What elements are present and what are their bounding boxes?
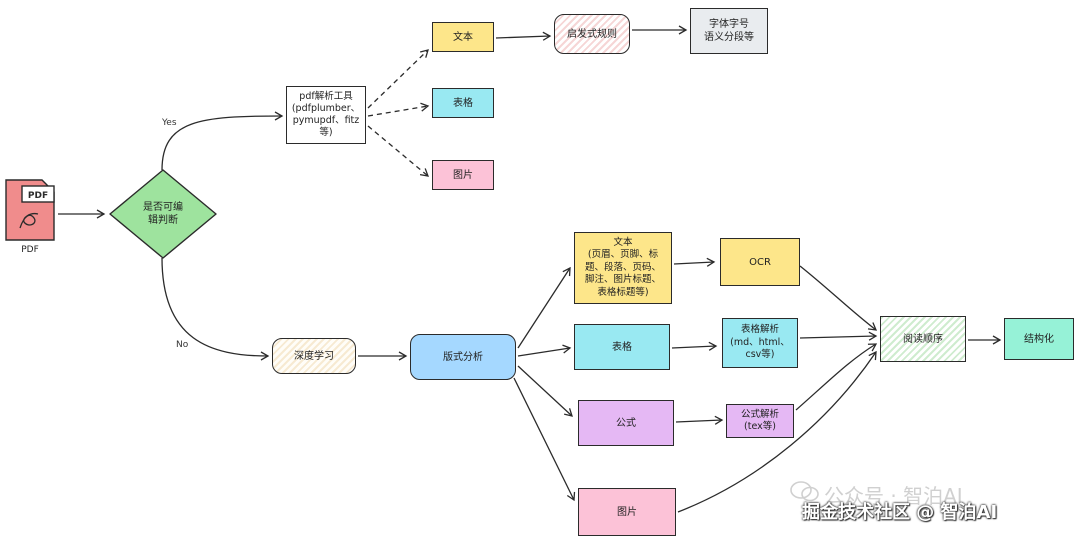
- yes-label: Yes: [162, 118, 177, 128]
- ocr-node: OCR: [720, 238, 800, 286]
- upper-image-node: 图片: [432, 160, 494, 190]
- pdf-parser-node: pdf解析工具 (pdfplumber、 pymupdf、fitz 等): [286, 86, 366, 144]
- edge-layout-formula: [517, 365, 573, 417]
- edge-parser-table: [367, 102, 430, 117]
- lower-table-node: 表格: [574, 324, 670, 370]
- edge-decision-deeplearning: [161, 257, 270, 361]
- table-parse-node: 表格解析 (md、html、 csv等): [722, 318, 798, 368]
- edge-image-reading: [677, 350, 877, 513]
- watermark-text: 公众号 · 智泊AI: [824, 484, 963, 508]
- upper-text-node: 文本: [432, 22, 494, 52]
- edge-table-tableparse: [671, 341, 718, 351]
- edge-text-ocr: [673, 257, 716, 267]
- lower-text-node: 文本 (页眉、页脚、标 题、段落、页码、 脚注、图片标题、 表格标题等): [574, 232, 672, 304]
- pdf-caption: PDF: [21, 245, 39, 255]
- no-label: No: [176, 340, 189, 350]
- edge-tableparse-reading: [799, 331, 878, 341]
- edge-layout-table: [517, 344, 572, 357]
- edge-decision-parser: [161, 111, 284, 171]
- edge-layout-image: [513, 377, 576, 502]
- edge-formula-formulaparse: [675, 415, 724, 425]
- wechat-icon: [790, 481, 819, 502]
- edge-parser-text: [367, 49, 429, 109]
- pdf-file-icon: PDF: [5, 179, 55, 241]
- deep-learning-node: 深度学习: [272, 338, 356, 374]
- structuring-node: 结构化: [1004, 318, 1074, 360]
- font-info-node: 字体字号 语义分段等: [690, 8, 768, 54]
- upper-table-node: 表格: [432, 88, 494, 118]
- decision-label: 是否可编 辑判断: [143, 202, 183, 226]
- decision-diamond: [109, 169, 217, 259]
- edge-formulaparse-reading: [795, 343, 878, 411]
- formula-parse-node: 公式解析 (tex等): [726, 404, 794, 438]
- edge-layout-text: [517, 266, 571, 349]
- edge-text-heuristic: [495, 31, 552, 41]
- edge-ocr-reading: [799, 265, 878, 331]
- layout-analysis-node: 版式分析: [410, 334, 516, 380]
- lower-image-node: 图片: [578, 488, 676, 536]
- reading-order-node: 阅读顺序: [880, 316, 966, 362]
- pdf-badge-text: PDF: [28, 191, 48, 201]
- lower-formula-node: 公式: [578, 400, 674, 446]
- heuristic-rules-node: 启发式规则: [554, 14, 630, 54]
- edge-parser-image: [367, 125, 430, 177]
- site-credit: 掘金技术社区 @ 智泊AI: [802, 502, 998, 523]
